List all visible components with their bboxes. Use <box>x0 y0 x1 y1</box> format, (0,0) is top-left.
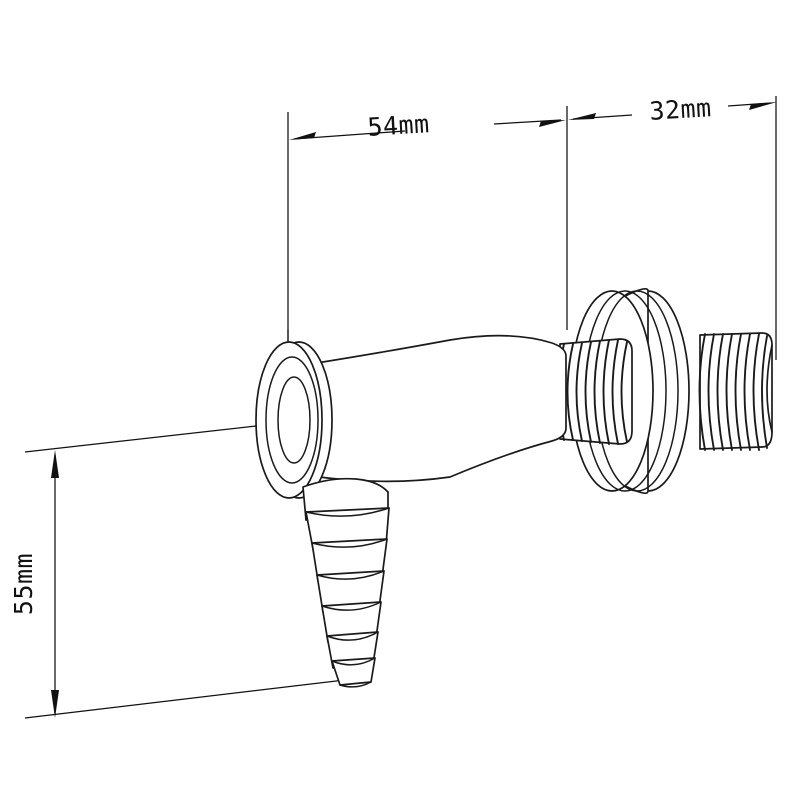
outlet-inner-bore <box>277 376 311 464</box>
dim-32mm-arrow-right <box>749 102 777 110</box>
dim-32mm-label: 32mm <box>649 93 713 126</box>
spout-body <box>297 334 567 483</box>
barb-ridge-arc-5 <box>326 631 379 641</box>
rear-thread-ridge-2 <box>707 333 715 451</box>
front-thread-ridge-5 <box>593 340 601 444</box>
barb-ridge-arc-1 <box>305 507 390 517</box>
extension-line-bottom-sloped <box>24 676 371 719</box>
barb-ridge-arc-3 <box>316 570 385 580</box>
dimension-54mm: 54mm <box>289 109 566 142</box>
barb-tip-arc <box>339 681 372 688</box>
front-thread-ridge-7 <box>611 339 619 445</box>
dim-55mm-label: 55mm <box>9 553 38 615</box>
rear-thread-ridge-8 <box>761 335 768 449</box>
barb-ridge-arc-4 <box>321 601 382 611</box>
barb-nozzle <box>302 477 390 688</box>
outlet-end-ring <box>255 341 333 499</box>
extension-line-top-sloped <box>24 420 301 453</box>
rear-thread-ridge-4 <box>725 333 733 451</box>
rear-thread-ridge-5 <box>734 333 742 451</box>
dim-54mm-arrow-right <box>539 120 566 127</box>
rear-thread-end-cap <box>766 344 773 433</box>
barb-segment-6 <box>331 657 376 686</box>
outlet-middle-ring <box>265 356 319 484</box>
front-thread-ridge-3 <box>575 342 583 442</box>
dimension-32mm: 32mm <box>568 93 777 126</box>
dim-32mm-arrow-left <box>568 113 596 120</box>
rear-thread-ridge-1 <box>698 333 706 451</box>
rear-thread-ridge-6 <box>743 333 751 451</box>
front-thread-ridge-4 <box>584 341 592 443</box>
dimension-55mm: 55mm <box>9 450 59 718</box>
front-thread-ridge-8 <box>620 341 628 443</box>
front-thread-ridge-6 <box>602 339 610 445</box>
outlet-outer-rim-front <box>255 341 323 499</box>
rear-thread-section <box>698 332 773 451</box>
dim-54mm-label: 54mm <box>367 109 431 142</box>
front-thread-section <box>557 338 633 445</box>
front-thread-ridge-2 <box>566 343 574 441</box>
faucet-part-group <box>255 287 773 688</box>
dim-55mm-arrow-bottom <box>51 690 59 718</box>
dim-54mm-arrow-left <box>289 132 316 140</box>
dim-55mm-arrow-top <box>51 450 59 478</box>
rear-thread-ridge-3 <box>716 333 724 451</box>
barb-ridge-arc-6 <box>331 657 376 666</box>
rear-thread-ridge-7 <box>752 333 760 451</box>
barb-ridge-arc-2 <box>311 538 388 548</box>
